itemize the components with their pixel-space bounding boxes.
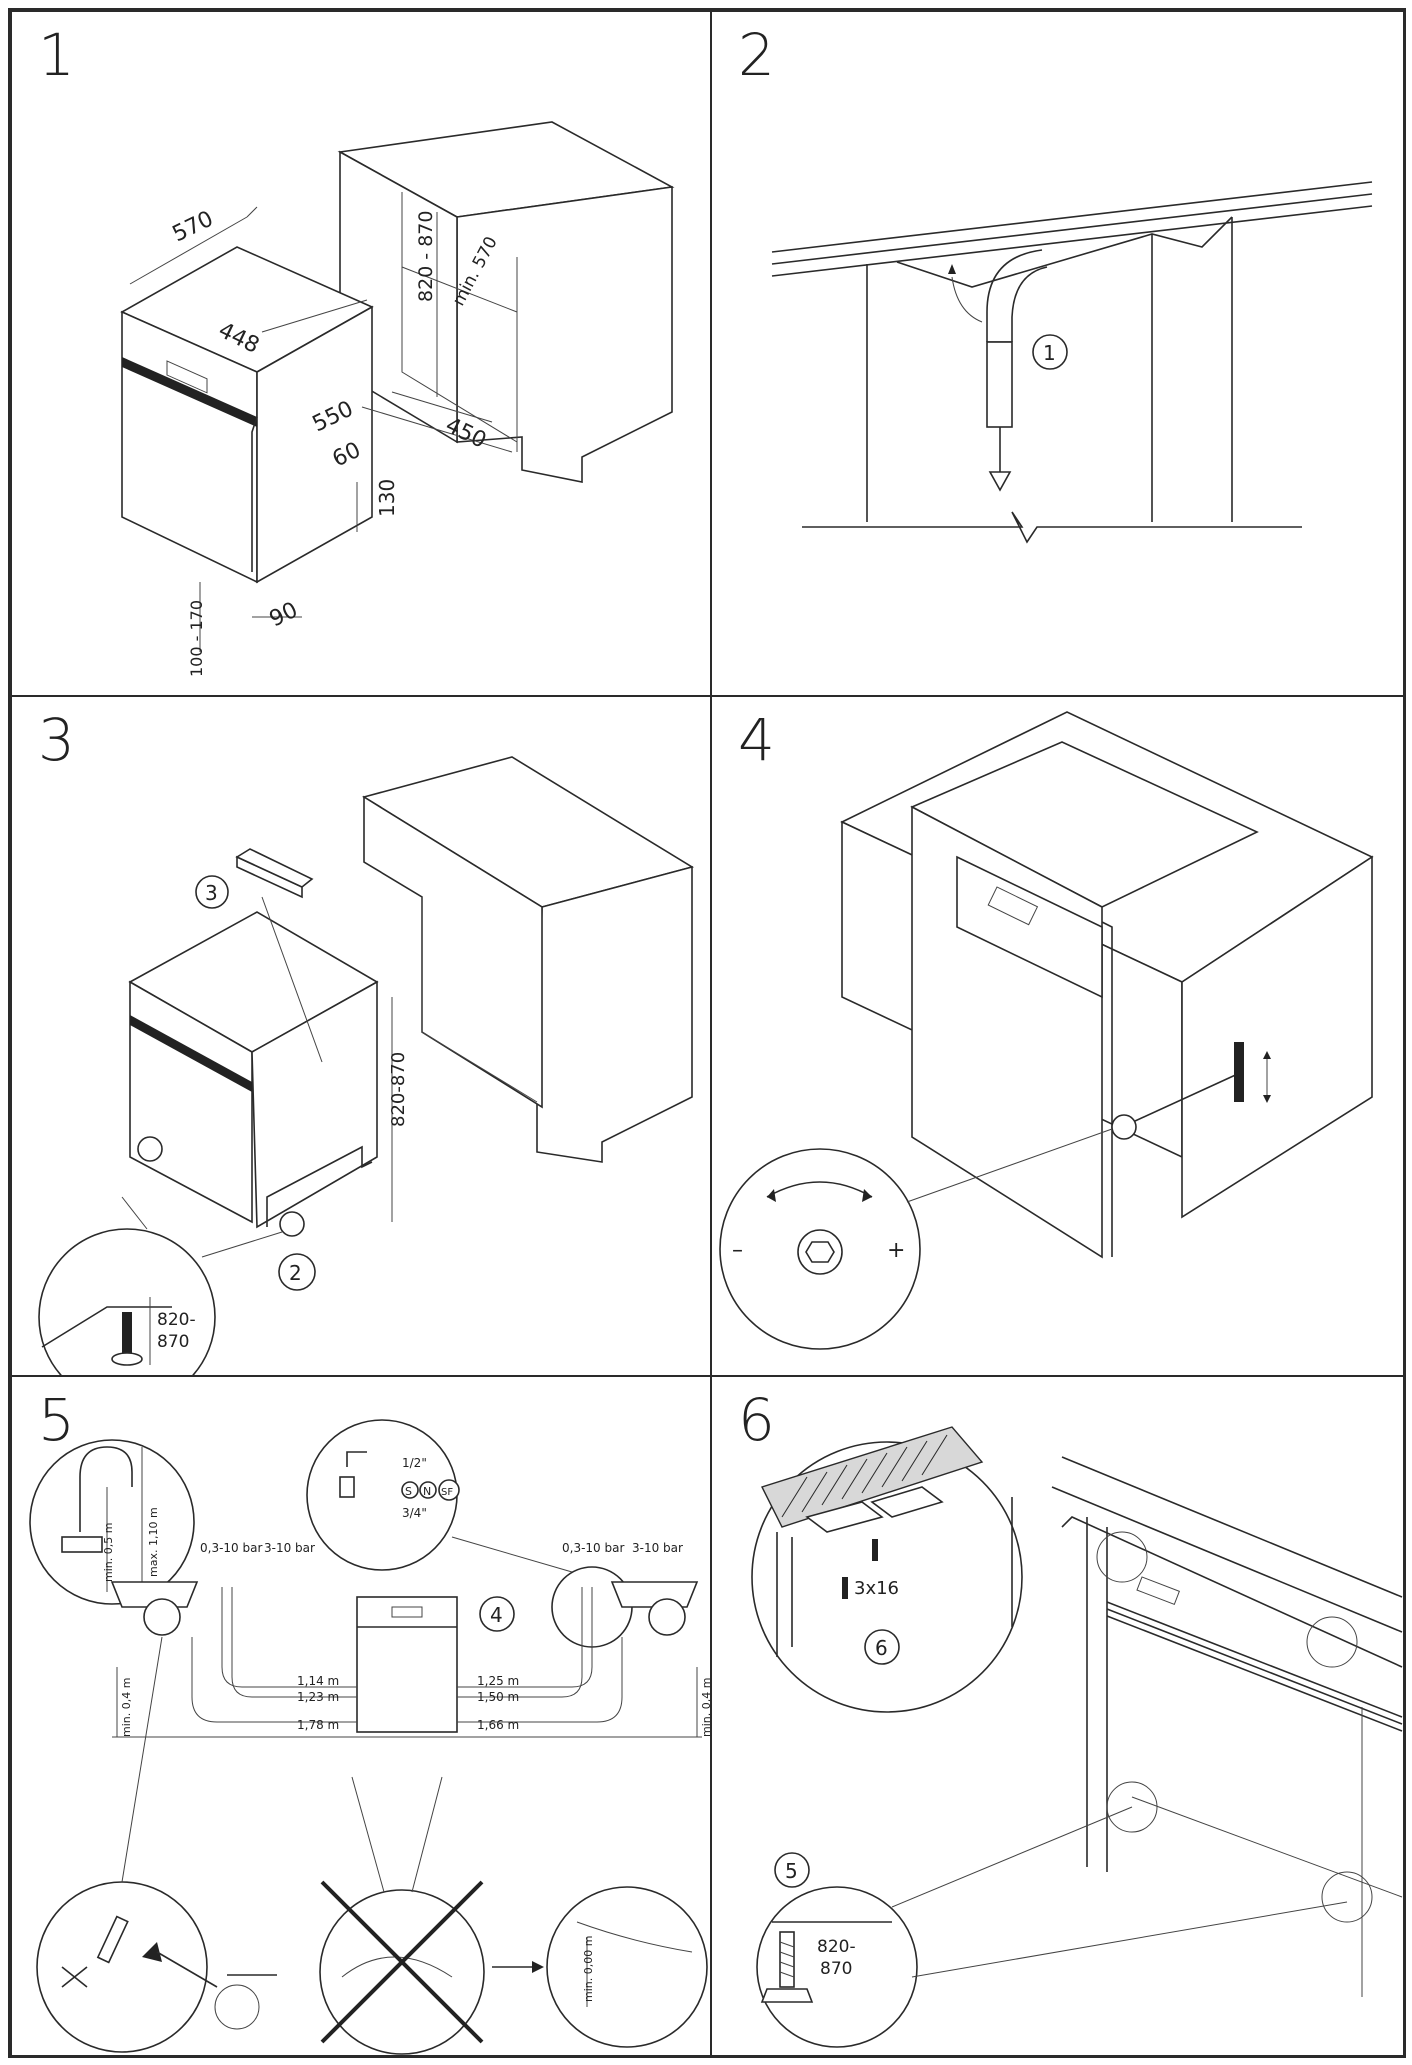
panel-step-2: 2 bbox=[711, 11, 1406, 696]
plus-sign: + bbox=[887, 1238, 905, 1263]
dim-570: 570 bbox=[169, 207, 218, 248]
thread-zoom: 1/2" 3/4" S N SF bbox=[306, 1419, 573, 1573]
step-number: 6 bbox=[738, 1386, 775, 1454]
step-number: 3 bbox=[38, 706, 75, 774]
unit-outline bbox=[1051, 1456, 1403, 1997]
foot-zoom: 820- 870 5 bbox=[756, 1806, 1348, 2048]
screw-zoom: 3x16 6 bbox=[751, 1426, 1023, 1713]
screw-size: 3x16 bbox=[854, 1578, 899, 1599]
step-number: 2 bbox=[738, 21, 775, 89]
correct-install-zoom: min. 0,00 m bbox=[546, 1886, 708, 2048]
dim-100-170: 100 - 170 bbox=[187, 600, 206, 677]
leveling-diagram: 3 820-870 2 820- 870 bbox=[38, 756, 695, 1375]
len-1: 1,14 m bbox=[297, 1674, 339, 1688]
panel-step-4: 4 bbox=[711, 696, 1406, 1376]
len-4: 1,25 m bbox=[477, 1674, 519, 1688]
dim-90: 90 bbox=[266, 598, 302, 633]
dimension-lines bbox=[129, 206, 513, 652]
installation-sheet: 1 bbox=[8, 8, 1406, 2058]
spirit-level bbox=[235, 848, 323, 1063]
min-05-label: min. 0,5 m bbox=[102, 1523, 115, 1582]
dim-130: 130 bbox=[375, 479, 399, 517]
pressure-left-2: 3-10 bar bbox=[264, 1541, 315, 1555]
dim-820-870: 820 - 870 bbox=[415, 211, 437, 302]
callout-3: 3 bbox=[205, 881, 218, 905]
fixing-diagram: 3x16 6 bbox=[751, 1426, 1403, 2048]
dishwasher bbox=[120, 246, 374, 584]
foot-820: 820- bbox=[817, 1937, 856, 1957]
water-connection-diagram: min. 0,5 m max. 1,10 m 1/2" 3/4" S N SF … bbox=[29, 1419, 711, 2055]
pressure-right: 0,3-10 bar bbox=[562, 1541, 624, 1555]
len-2: 1,23 m bbox=[297, 1690, 339, 1704]
foot-zoom: 820- 870 bbox=[38, 1196, 283, 1375]
hoses bbox=[112, 1587, 702, 1738]
panel-step-6: 6 3x16 6 bbox=[711, 1376, 1406, 2058]
panel-step-5: 5 min. 0,5 m max. 1,10 m 1/2" 3/4" S bbox=[11, 1376, 711, 2058]
dimension-diagram: 570 448 550 450 60 130 90 820 - 870 min.… bbox=[120, 121, 675, 677]
dishwasher bbox=[128, 911, 379, 1229]
drain-hose bbox=[948, 249, 1048, 492]
panel-step-3: 3 3 820-870 bbox=[11, 696, 711, 1376]
thread-s: S bbox=[405, 1485, 412, 1498]
dishwasher-front bbox=[356, 1596, 458, 1733]
adjust-zoom: – + bbox=[719, 1128, 1113, 1350]
thread-sf: SF bbox=[441, 1487, 453, 1498]
callout-circle bbox=[1032, 334, 1068, 370]
kitchen-cabinet bbox=[362, 756, 695, 1163]
step-number: 4 bbox=[738, 706, 775, 774]
clamp-zoom bbox=[36, 1636, 277, 2053]
minus-sign: – bbox=[732, 1238, 743, 1263]
siphon-zoom: min. 0,5 m max. 1,10 m bbox=[29, 1439, 195, 1605]
callout-5: 5 bbox=[785, 1859, 798, 1883]
callout-1: 1 bbox=[1043, 341, 1056, 365]
kitchen-cabinet bbox=[337, 121, 675, 483]
rear-foot-adjustment-diagram: – + bbox=[719, 711, 1374, 1350]
len-6: 1,66 m bbox=[477, 1718, 519, 1732]
len-3: 1,78 m bbox=[297, 1718, 339, 1732]
min-04-left: min. 0,4 m bbox=[120, 1678, 133, 1737]
foot-870: 870 bbox=[820, 1959, 852, 1979]
countertop bbox=[771, 181, 1373, 544]
sink-left bbox=[110, 1581, 199, 1608]
min-000-label: min. 0,00 m bbox=[582, 1936, 595, 2002]
len-5: 1,50 m bbox=[477, 1690, 519, 1704]
callout-4: 4 bbox=[490, 1603, 503, 1627]
zoom-820: 820- bbox=[157, 1310, 196, 1330]
pressure-left: 0,3-10 bar bbox=[200, 1541, 262, 1555]
dim-820-870: 820-870 bbox=[388, 1052, 409, 1127]
thread-n: N bbox=[423, 1485, 431, 1498]
callout-6: 6 bbox=[875, 1636, 888, 1660]
wrong-install-zoom bbox=[319, 1776, 485, 2055]
step-number: 5 bbox=[38, 1386, 75, 1454]
adjust-rod bbox=[1111, 1042, 1271, 1140]
min-04-right: min. 0,4 m bbox=[700, 1678, 711, 1737]
step-number: 1 bbox=[38, 21, 75, 89]
zoom-870: 870 bbox=[157, 1332, 189, 1352]
thread-34: 3/4" bbox=[402, 1506, 427, 1520]
thread-half: 1/2" bbox=[402, 1456, 427, 1470]
hose-routing-diagram: 1 bbox=[771, 181, 1373, 544]
max-110-label: max. 1,10 m bbox=[147, 1507, 160, 1577]
pressure-right-2: 3-10 bar bbox=[632, 1541, 683, 1555]
callout-2: 2 bbox=[289, 1261, 302, 1285]
panel-step-1: 1 bbox=[11, 11, 711, 696]
built-in-unit bbox=[840, 711, 1374, 1259]
